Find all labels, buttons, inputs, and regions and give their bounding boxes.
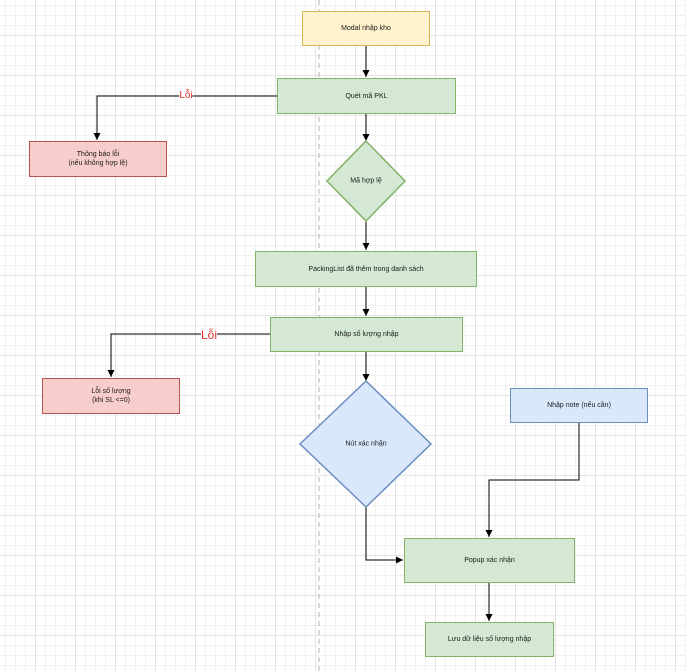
node-save-data[interactable]: Lưu dữ liệu số lượng nhập — [425, 622, 554, 657]
node-modal[interactable]: Modal nhập kho — [302, 11, 430, 46]
diamond-confirm-button — [298, 379, 433, 509]
diamond-valid-code — [325, 139, 407, 223]
node-scan-pkl[interactable]: Quét mã PKL — [277, 78, 456, 114]
node-qty-error[interactable]: Lỗi số lượng (khi SL <=0) — [42, 378, 180, 414]
edge-scan-to-error — [93, 95, 277, 140]
edge-qty-to-qty-error — [107, 333, 270, 377]
node-enter-qty[interactable]: Nhập số lượng nhập — [270, 317, 463, 352]
edge-label-error-2: Lỗi — [200, 328, 218, 342]
node-packinglist-added[interactable]: PackingList đã thêm trong danh sách — [255, 251, 477, 287]
edge-note-to-popup — [485, 423, 580, 537]
edge-confirm-button-to-popup — [365, 507, 403, 564]
node-confirm-popup[interactable]: Popup xác nhận — [404, 538, 575, 583]
node-enter-note[interactable]: Nhập note (nếu cần) — [510, 388, 648, 423]
node-error-notice[interactable]: Thông báo lỗi (nếu không hợp lệ) — [29, 141, 167, 177]
edge-label-error-1: Lỗi — [179, 90, 193, 101]
